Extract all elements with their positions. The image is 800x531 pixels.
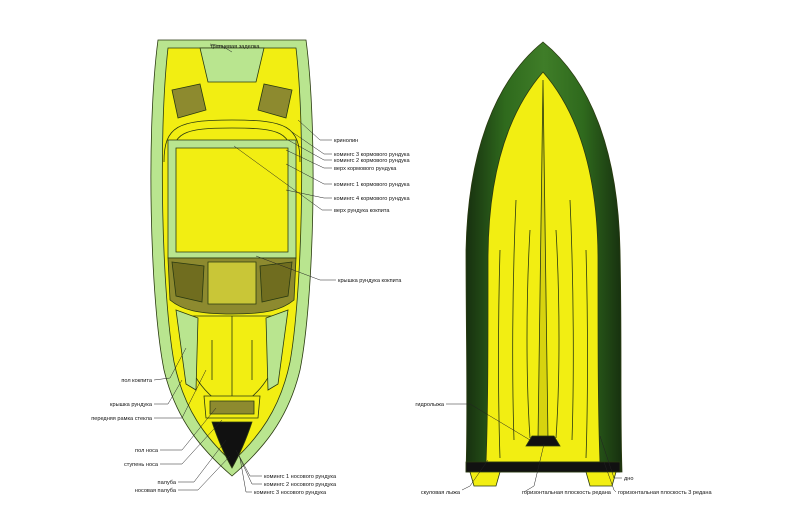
label-cockpit-floor: пол кокпита <box>121 378 153 384</box>
label-stern-4: комингс 4 кормового рундука <box>334 196 410 202</box>
stern-locker-left <box>171 83 207 119</box>
label-deck: палуба <box>158 480 177 486</box>
strake-l2 <box>512 199 517 441</box>
bottom-view-leaders <box>446 403 622 493</box>
label-step-plane-3: горизонтальная плоскость 3 редана <box>618 490 712 496</box>
label-bottom: дно <box>624 476 633 482</box>
label-glass-frame: передняя рамка стекла <box>91 416 153 422</box>
label-stern-2: комингс 2 кормового рундука <box>334 158 410 164</box>
label-bow-deck: носовая палуба <box>135 488 177 494</box>
label-bow-2: комингс 2 носового рундука <box>264 482 337 488</box>
crinoline <box>163 119 301 163</box>
label-bow-step: ступень носа <box>124 462 159 468</box>
label-stern-3: комингс 3 кормового рундука <box>334 152 410 158</box>
label-cockpit-top: верх рундука кокпита <box>334 208 390 214</box>
bow-deck <box>211 421 253 469</box>
label-bow-1: комингс 1 носового рундука <box>264 474 337 480</box>
label-transom: транцевая заделка <box>210 44 260 50</box>
strake-r2 <box>569 199 574 441</box>
windshield-area <box>207 261 257 305</box>
strake-l3 <box>526 229 531 439</box>
transom-well <box>199 47 265 83</box>
stern-locker-right <box>257 83 293 119</box>
label-stern-1: комингс 1 кормового рундука <box>334 182 410 188</box>
strake-r3 <box>555 229 560 439</box>
cockpit-locker-lid <box>175 147 289 253</box>
label-hydro-ski: гидролыжа <box>415 402 445 408</box>
chine-ski-right <box>585 471 617 487</box>
bottom-view-boat <box>465 41 623 487</box>
strake-l1 <box>498 249 501 459</box>
label-cockpit-lid: крышка рундука кокпита <box>338 278 402 284</box>
strake-r1 <box>585 249 588 459</box>
label-chine-ski: скуловая лыжа <box>421 490 461 496</box>
label-step-plane: горизонтальная плоскость редана <box>522 490 612 496</box>
top-view-leaders <box>153 43 336 493</box>
step-bar <box>465 461 621 473</box>
chine-ski-left <box>469 471 501 487</box>
bottom-view-labels: гидролыжа скуловая лыжа горизонтальная п… <box>415 402 712 496</box>
top-view-boat <box>150 39 314 477</box>
bow-locker-lid <box>209 400 255 415</box>
label-bow-3: комингс 3 носового рундука <box>254 490 327 496</box>
label-locker-lid: крышка рундука <box>110 402 153 408</box>
label-stern-top: верх кормового рундука <box>334 166 397 172</box>
top-view-labels: транцевая заделка кринолин комингс 3 кор… <box>91 44 410 496</box>
label-crinoline: кринолин <box>334 138 358 144</box>
bow-side-right <box>265 309 289 391</box>
label-bow-floor: пол носа <box>135 448 159 454</box>
hydro-ski <box>525 435 561 447</box>
console-right <box>259 261 293 303</box>
console-left <box>171 261 205 303</box>
